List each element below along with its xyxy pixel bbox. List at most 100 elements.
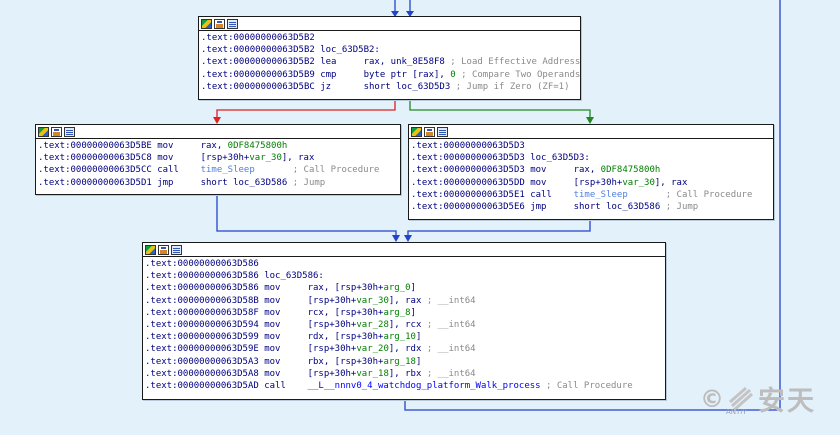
disasm-op: ]: [410, 307, 416, 318]
disasm-mnem: jmp: [530, 201, 574, 212]
disasm-fnc[interactable]: time_Sleep: [573, 189, 628, 200]
block-lines: .text:00000000063D5BE mov rax, 0DF847580…: [36, 139, 400, 191]
disasm-mnem: call: [530, 189, 574, 200]
disasm-line[interactable]: .text:00000000063D58B mov [rsp+30h+var_3…: [145, 295, 663, 307]
disasm-addr: .text:00000000063D5A3: [145, 356, 265, 367]
color-palette-icon[interactable]: [38, 126, 49, 137]
disasm-cmt: ; Jump: [660, 201, 699, 212]
color-palette-icon[interactable]: [411, 126, 422, 137]
disasm-mnem: jmp: [157, 177, 201, 188]
disasm-op: ], rax: [388, 295, 427, 306]
basic-block-sleep-fallthrough[interactable]: .text:00000000063D5BE mov rax, 0DF847580…: [35, 124, 401, 195]
disasm-line[interactable]: .text:00000000063D5D1 jmp short loc_63D5…: [38, 177, 398, 189]
disasm-imm: 0DF8475800h: [600, 165, 661, 176]
disasm-cmt: ; Jump if Zero (ZF=1): [450, 81, 570, 92]
branch-arrow-false: [213, 117, 221, 124]
disasm-line[interactable]: .text:00000000063D5A3 mov rbx, [rsp+30h+…: [145, 356, 663, 368]
disasm-addr: .text:00000000063D5B2: [201, 33, 315, 43]
disasm-cmt: ; Call Procedure: [254, 165, 380, 176]
disasm-line[interactable]: .text:00000000063D594 mov [rsp+30h+var_2…: [145, 319, 663, 331]
block-lines: .text:00000000063D586.text:00000000063D5…: [143, 257, 665, 394]
disasm-line[interactable]: .text:00000000063D586 loc_63D586:: [145, 270, 663, 282]
disasm-mnem: mov: [264, 344, 308, 355]
disasm-line[interactable]: .text:00000000063D5B9 cmp byte ptr [rax]…: [201, 69, 581, 81]
graph-view-icon[interactable]: [51, 126, 62, 137]
disasm-addr: .text:00000000063D5AD: [145, 380, 265, 391]
disasm-op: [rsp+30h+: [307, 319, 357, 330]
graph-view-icon[interactable]: [214, 18, 225, 29]
disasm-op: short loc_63D586: [573, 201, 661, 212]
disasm-line[interactable]: .text:00000000063D5C8 mov [rsp+30h+var_3…: [38, 152, 398, 164]
disasm-line[interactable]: .text:00000000063D586: [145, 258, 663, 270]
disasm-op: rax, [rsp+30h+: [307, 283, 384, 294]
disasm-cmt: ; Call Procedure: [627, 189, 753, 200]
watermark: © 安天: [700, 379, 816, 418]
graph-view-icon[interactable]: [424, 126, 435, 137]
disasm-addr: .text:00000000063D5BE: [38, 141, 158, 151]
disasm-addr: .text:00000000063D5DD: [411, 177, 531, 188]
disasm-line[interactable]: .text:00000000063D5E6 jmp short loc_63D5…: [411, 201, 771, 213]
disasm-line[interactable]: .text:00000000063D5BE mov rax, 0DF847580…: [38, 140, 398, 152]
disasm-line[interactable]: .text:00000000063D5B2: [201, 32, 578, 44]
text-view-icon[interactable]: [437, 126, 448, 137]
disasm-line[interactable]: .text:00000000063D5D3 mov rax, 0DF847580…: [411, 164, 771, 176]
branch-edge-false: [216, 99, 396, 118]
disasm-op: ], rax: [281, 153, 315, 164]
disasm-cmt: ; Compare Two Operands: [455, 69, 581, 80]
text-view-icon[interactable]: [227, 18, 238, 29]
disasm-mnem: mov: [264, 356, 308, 367]
disasm-addr: .text:00000000063D5D1: [38, 177, 158, 188]
disasm-line[interactable]: .text:00000000063D5CC call time_Sleep ; …: [38, 164, 398, 176]
disasm-mnem: mov: [264, 295, 308, 306]
text-view-icon[interactable]: [171, 244, 182, 255]
disasm-line[interactable]: .text:00000000063D59E mov [rsp+30h+var_2…: [145, 343, 663, 355]
disasm-cmt: ; Load Effective Address: [444, 57, 581, 68]
disasm-mnem: mov: [530, 165, 574, 176]
jump-arrow-right: [404, 235, 412, 242]
color-palette-icon[interactable]: [145, 244, 156, 255]
disasm-fnc[interactable]: time_Sleep: [200, 165, 255, 176]
basic-block-loc-63d586[interactable]: .text:00000000063D586.text:00000000063D5…: [142, 242, 666, 400]
basic-block-loc-63d5d3[interactable]: .text:00000000063D5D3.text:00000000063D5…: [408, 124, 774, 220]
disasm-cmt: ; __int64: [426, 319, 476, 330]
disasm-line[interactable]: .text:00000000063D5DD mov [rsp+30h+var_3…: [411, 177, 771, 189]
basic-block-loc-63d5b2[interactable]: .text:00000000063D5B2.text:00000000063D5…: [198, 16, 581, 100]
disasm-line[interactable]: .text:00000000063D5B2 loc_63D5B2:: [201, 44, 578, 56]
disasm-var: var_28: [356, 319, 389, 330]
block-toolbar: [409, 125, 773, 139]
disasm-addr: .text:00000000063D5CC: [38, 165, 158, 176]
disasm-op: rax, unk_8E58F8: [363, 57, 445, 68]
disasm-op: short loc_63D586: [200, 177, 288, 188]
disasm-mnem: mov: [157, 153, 201, 164]
disasm-var: var_30: [356, 295, 389, 306]
graph-view-icon[interactable]: [158, 244, 169, 255]
disasm-line[interactable]: .text:00000000063D58F mov rcx, [rsp+30h+…: [145, 307, 663, 319]
disasm-line[interactable]: .text:00000000063D5A8 mov [rsp+30h+var_1…: [145, 368, 663, 380]
disasm-addr: .text:00000000063D586: [145, 271, 265, 282]
disasm-cmt: ; __int64: [426, 368, 476, 379]
disasm-line[interactable]: .text:00000000063D5BC jz short loc_63D5D…: [201, 81, 578, 93]
disasm-op: rbx, [rsp+30h+: [307, 356, 384, 367]
disasm-line[interactable]: .text:00000000063D5D3 loc_63D5D3:: [411, 152, 771, 164]
disasm-line[interactable]: .text:00000000063D5D3: [411, 140, 771, 152]
disasm-sym[interactable]: __L__nnnv0_4_watchdog_platform_Walk_proc…: [307, 380, 541, 391]
disasm-mnem: call: [157, 165, 201, 176]
disasm-addr: .text:00000000063D5B2: [201, 45, 321, 56]
disasm-line[interactable]: .text:00000000063D5B2 lea rax, unk_8E58F…: [201, 56, 581, 68]
disasm-line[interactable]: .text:00000000063D599 mov rdx, [rsp+30h+…: [145, 331, 663, 343]
text-view-icon[interactable]: [64, 126, 75, 137]
disasm-line[interactable]: .text:00000000063D586 mov rax, [rsp+30h+…: [145, 282, 663, 294]
disasm-var: var_20: [356, 344, 389, 355]
disasm-mnem: loc_63D5D3:: [530, 153, 590, 164]
disasm-op: ], rdx: [388, 344, 427, 355]
disasm-mnem: mov: [157, 141, 201, 151]
color-palette-icon[interactable]: [201, 18, 212, 29]
jump-arrow-left: [392, 235, 400, 242]
loop-back-edge: [404, 0, 781, 411]
disasm-line[interactable]: .text:00000000063D5AD call __L__nnnv0_4_…: [145, 380, 663, 392]
disasm-op: rax,: [573, 165, 601, 176]
disasm-mnem: call: [264, 380, 308, 391]
disasm-line[interactable]: .text:00000000063D5E1 call time_Sleep ; …: [411, 189, 771, 201]
